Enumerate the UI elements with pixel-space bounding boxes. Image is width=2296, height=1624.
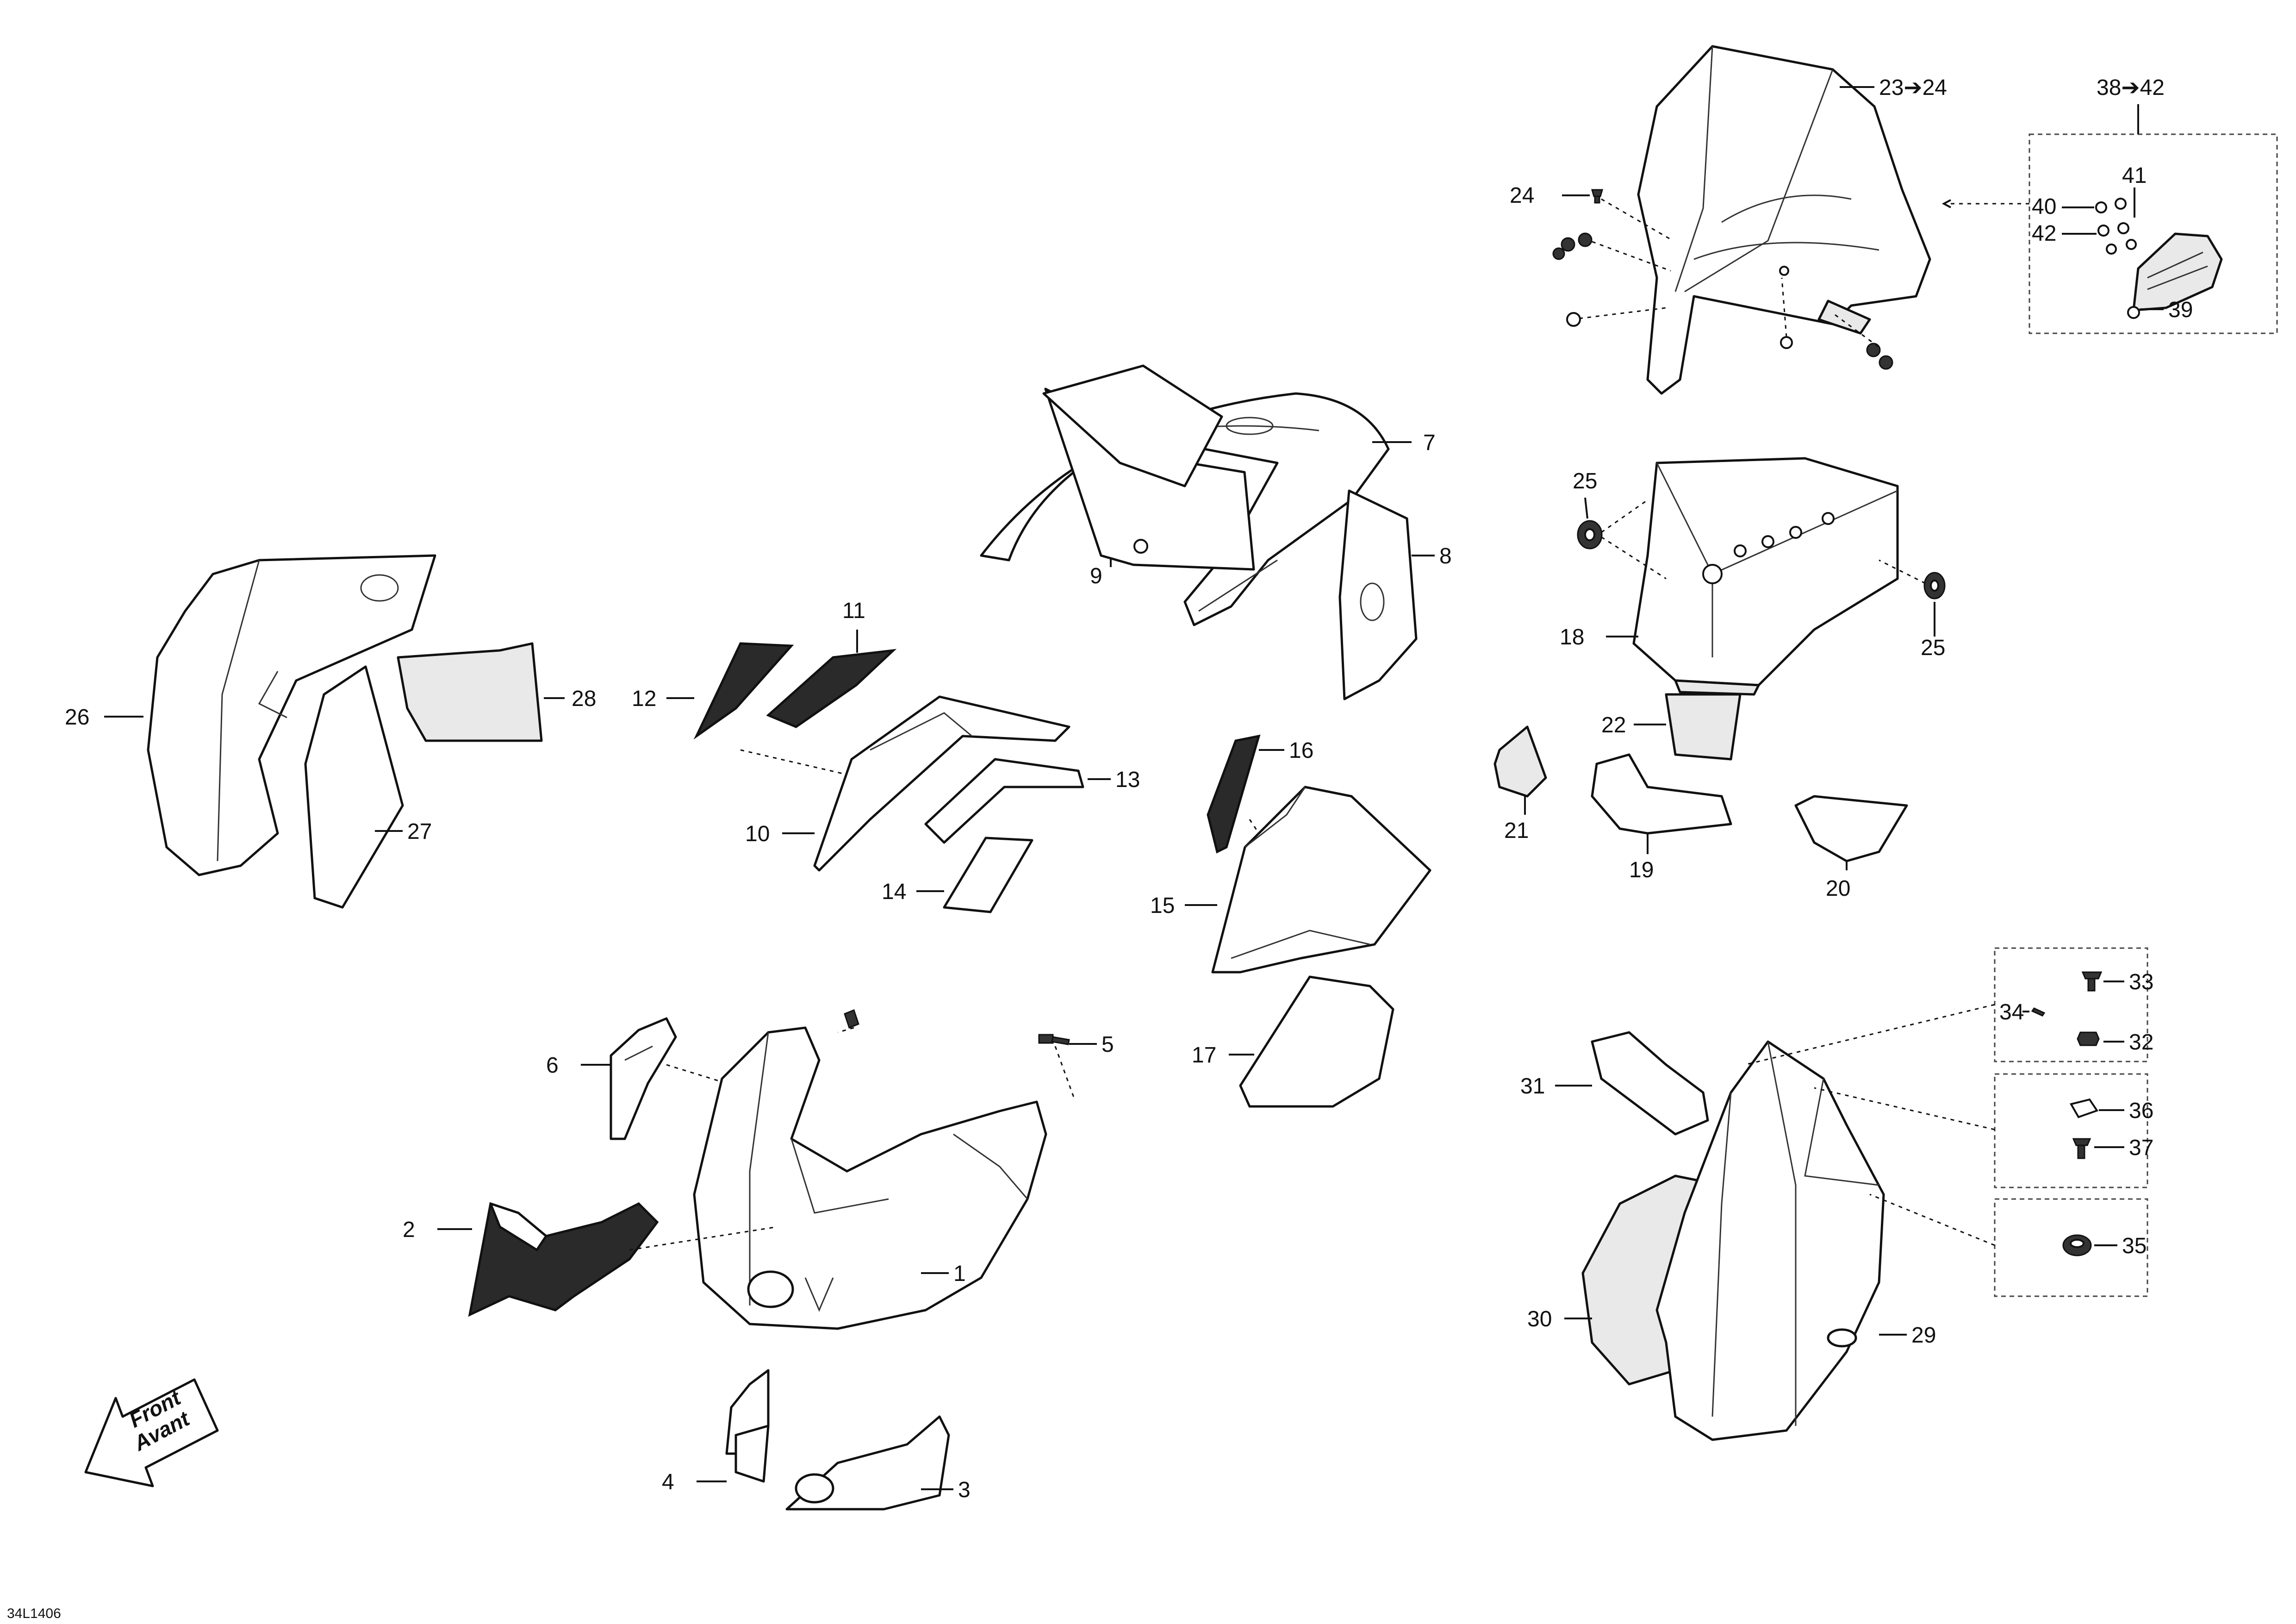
callout-20: 20: [1826, 876, 1850, 901]
callout-7: 7: [1423, 431, 1436, 455]
part-23-windshield[interactable]: [1637, 45, 1931, 395]
callout-16: 16: [1289, 738, 1313, 763]
part-34-clip[interactable]: [2031, 1007, 2046, 1017]
callout-18: 18: [1560, 625, 1584, 650]
callout-4: 4: [662, 1470, 674, 1494]
callout-9: 9: [1090, 564, 1102, 588]
callout-26: 26: [65, 705, 89, 730]
part-35-grommet[interactable]: [2062, 1234, 2092, 1256]
callout-23-24: 23➔24: [1879, 75, 1947, 100]
part-18-housing[interactable]: [1632, 457, 1899, 696]
callout-37: 37: [2129, 1136, 2153, 1160]
part-1-nose-cover[interactable]: [693, 1026, 1047, 1330]
part-15-panel[interactable]: [1211, 786, 1431, 974]
callout-21: 21: [1504, 818, 1529, 843]
part-5-fasteners[interactable]: [844, 1009, 1070, 1045]
callout-39: 39: [2168, 298, 2193, 322]
hw-box-36-37: [1994, 1073, 2148, 1188]
part-24-screws[interactable]: [1552, 189, 1893, 370]
callout-17: 17: [1192, 1043, 1216, 1068]
part-37-screw[interactable]: [2072, 1138, 2091, 1159]
callout-41: 41: [2122, 163, 2147, 188]
callout-42: 42: [2032, 221, 2056, 246]
part-28-foam[interactable]: [397, 642, 543, 742]
part-16-mesh[interactable]: [1207, 734, 1261, 854]
part-14-foam[interactable]: [943, 837, 1033, 913]
callout-30: 30: [1527, 1307, 1552, 1331]
part-4-decal[interactable]: [725, 1369, 770, 1483]
callout-11: 11: [842, 599, 865, 623]
part-6-bracket[interactable]: [610, 1017, 677, 1140]
callout-33: 33: [2129, 970, 2153, 994]
part-11-mesh[interactable]: [766, 649, 897, 728]
part-8-side-panel[interactable]: [1338, 489, 1418, 700]
callout-40: 40: [2032, 194, 2056, 219]
callout-6: 6: [546, 1053, 559, 1078]
callout-34: 34: [1999, 1000, 2024, 1024]
callout-31: 31: [1520, 1074, 1545, 1099]
part-20-clip[interactable]: [1794, 795, 1908, 862]
callout-15: 15: [1150, 893, 1175, 918]
kit-box-38-42: [2028, 133, 2278, 334]
part-12-mesh[interactable]: [693, 642, 794, 740]
part-25-grommets[interactable]: [1577, 520, 1946, 600]
callout-25-right: 25: [1921, 636, 1945, 660]
callout-5: 5: [1101, 1032, 1114, 1057]
part-21-bracket[interactable]: [1493, 725, 1547, 798]
part-27-panel[interactable]: [304, 665, 404, 909]
callout-35: 35: [2122, 1234, 2147, 1258]
part-13-foam[interactable]: [924, 758, 1084, 844]
callout-25-left: 25: [1573, 469, 1597, 493]
callout-24: 24: [1510, 183, 1534, 208]
part-10-vent-frame[interactable]: [813, 695, 1070, 872]
callout-28: 28: [572, 687, 596, 711]
callout-10: 10: [745, 822, 770, 846]
part-19-foam[interactable]: [1591, 753, 1732, 835]
hw-box-35: [1994, 1198, 2148, 1297]
callout-27: 27: [407, 819, 432, 844]
callout-32: 32: [2129, 1030, 2153, 1055]
callout-22: 22: [1601, 713, 1626, 737]
part-33-screw[interactable]: [2081, 971, 2103, 992]
part-3-decal[interactable]: [785, 1415, 950, 1511]
callout-19: 19: [1629, 858, 1654, 882]
part-22-block[interactable]: [1665, 693, 1742, 761]
callout-2: 2: [403, 1218, 415, 1242]
callout-3: 3: [958, 1478, 971, 1502]
hardware-40-41-42[interactable]: [2095, 198, 2140, 319]
callout-1: 1: [953, 1262, 966, 1286]
callout-12: 12: [632, 687, 656, 711]
part-31-bracket[interactable]: [1591, 1031, 1709, 1136]
callout-29: 29: [1911, 1323, 1936, 1348]
part-2-grille[interactable]: [468, 1202, 659, 1317]
part-26-side-fairing[interactable]: [147, 554, 436, 876]
callout-38-42: 38➔42: [2097, 75, 2165, 100]
drawing-reference: 34L1406: [7, 1606, 61, 1621]
part-17-panel[interactable]: [1239, 975, 1394, 1108]
part-29-side-panel[interactable]: [1655, 1040, 1885, 1441]
callout-8: 8: [1439, 544, 1452, 568]
part-9-panel[interactable]: [1042, 364, 1255, 571]
part-32-nut[interactable]: [2077, 1031, 2100, 1046]
part-36-clip[interactable]: [2069, 1098, 2099, 1118]
callout-36: 36: [2129, 1099, 2153, 1123]
callout-14: 14: [882, 880, 906, 904]
callout-13: 13: [1115, 768, 1140, 792]
front-direction-arrow: Front Avant: [84, 1378, 219, 1487]
